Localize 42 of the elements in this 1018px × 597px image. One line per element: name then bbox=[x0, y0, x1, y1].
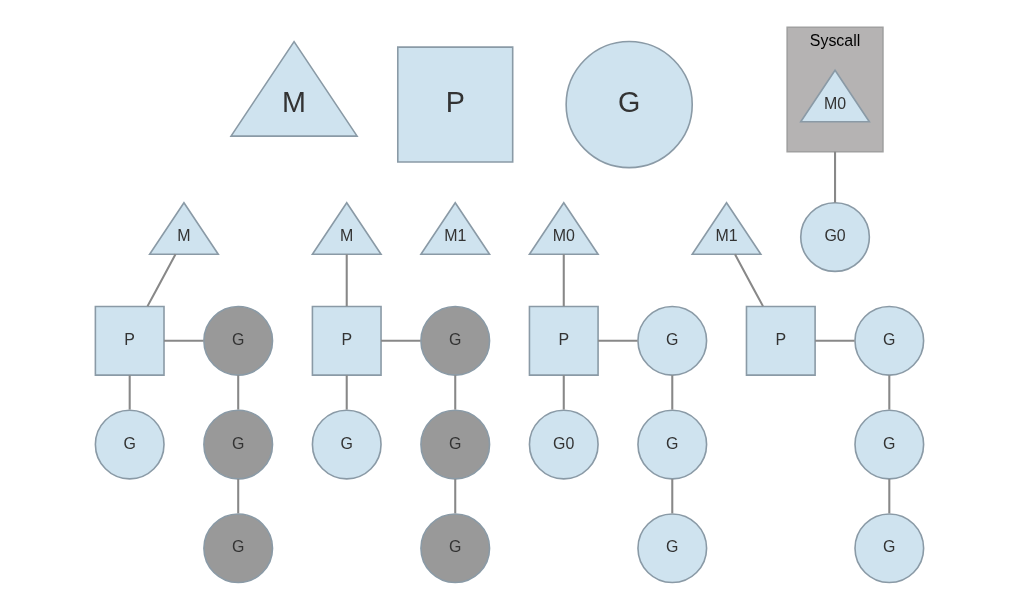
connector bbox=[453, 375, 456, 410]
node-circle: G bbox=[202, 513, 273, 584]
node-box: P bbox=[396, 46, 513, 163]
connector bbox=[597, 339, 637, 342]
node-circle: G bbox=[94, 409, 165, 480]
connector bbox=[146, 253, 176, 307]
connector bbox=[345, 254, 348, 307]
node-circle: G bbox=[853, 409, 924, 480]
connector bbox=[733, 253, 764, 307]
connector bbox=[380, 339, 420, 342]
connector bbox=[453, 479, 456, 514]
connector bbox=[128, 375, 131, 410]
connector bbox=[562, 254, 565, 307]
node-circle: G0 bbox=[799, 201, 870, 273]
node-circle: G bbox=[202, 305, 273, 376]
node-circle: G bbox=[419, 305, 490, 376]
connector bbox=[670, 479, 673, 514]
connector bbox=[345, 375, 348, 410]
node-circle: G bbox=[636, 409, 707, 480]
node-circle: G bbox=[853, 513, 924, 584]
connector bbox=[670, 375, 673, 410]
node-circle: G bbox=[564, 40, 693, 169]
node-box: P bbox=[528, 305, 599, 376]
node-circle: G bbox=[636, 513, 707, 584]
node-circle: G bbox=[853, 305, 924, 376]
node-box: P bbox=[94, 305, 165, 376]
connector bbox=[236, 375, 239, 410]
node-circle: G bbox=[419, 409, 490, 480]
connector bbox=[814, 339, 855, 342]
node-box: P bbox=[311, 305, 382, 376]
connector bbox=[887, 479, 890, 514]
connector bbox=[236, 479, 239, 514]
node-circle: G bbox=[202, 409, 273, 480]
node-circle: G bbox=[636, 305, 707, 376]
connector bbox=[833, 151, 836, 203]
node-circle: G bbox=[311, 409, 382, 480]
node-box: P bbox=[745, 305, 816, 376]
node-circle: G bbox=[419, 513, 490, 584]
node-circle: G0 bbox=[528, 409, 599, 480]
connector bbox=[887, 375, 890, 410]
connector bbox=[163, 339, 203, 342]
connector bbox=[562, 375, 565, 410]
